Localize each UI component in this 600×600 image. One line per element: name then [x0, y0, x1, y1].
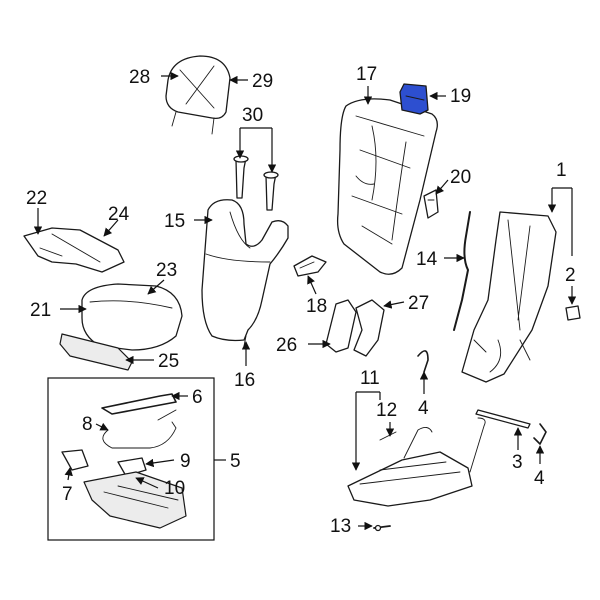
callout-4-upper: 4 — [418, 398, 429, 419]
seat-back-cover-part — [201, 199, 289, 347]
callout-20: 20 — [450, 167, 471, 188]
callout-4-lower: 4 — [534, 468, 545, 489]
callout-13: 13 — [330, 516, 351, 537]
callout-17: 17 — [356, 64, 377, 85]
callout-3: 3 — [512, 452, 523, 473]
callout-12: 12 — [376, 400, 397, 421]
wire-rod-part — [453, 211, 471, 331]
headrest-part — [165, 55, 231, 135]
hook-parts — [417, 350, 547, 445]
seat-base-frame-part — [347, 417, 486, 507]
seat-back-frame-part — [336, 98, 438, 275]
callout-9: 9 — [180, 451, 191, 472]
bolster-pad-part — [23, 227, 125, 273]
callout-30: 30 — [242, 105, 263, 126]
rail-part — [475, 409, 531, 429]
callout-labels: 28 29 30 22 24 23 21 25 15 16 17 19 20 1… — [26, 64, 576, 537]
callout-21: 21 — [30, 300, 51, 321]
highlighted-bracket-part — [399, 83, 429, 115]
release-handle-part — [293, 255, 327, 277]
callout-7: 7 — [62, 484, 73, 505]
seat-frame-side-part — [461, 211, 557, 383]
callout-8: 8 — [82, 414, 93, 435]
latch-cover-part — [423, 189, 439, 219]
callout-11: 11 — [360, 368, 380, 389]
callout-5: 5 — [230, 451, 241, 472]
leader-lines — [33, 71, 577, 531]
callout-6: 6 — [192, 387, 203, 408]
callout-29: 29 — [252, 71, 273, 92]
callout-2: 2 — [565, 265, 576, 286]
callout-26: 26 — [276, 335, 297, 356]
callout-10: 10 — [164, 478, 185, 499]
callout-27: 27 — [408, 293, 429, 314]
callout-19: 19 — [450, 86, 471, 107]
clip-part — [565, 305, 581, 321]
callout-25: 25 — [158, 351, 179, 372]
callout-15: 15 — [164, 211, 185, 232]
callout-24: 24 — [108, 204, 130, 225]
callout-1: 1 — [556, 160, 567, 181]
trim-panel-parts — [325, 299, 385, 357]
callout-22: 22 — [26, 188, 47, 209]
callout-28: 28 — [129, 67, 150, 88]
callout-18: 18 — [306, 296, 327, 317]
pin-part — [373, 524, 391, 532]
callout-23: 23 — [156, 260, 177, 281]
cushion-plate-part — [59, 333, 133, 371]
callout-14: 14 — [416, 249, 438, 270]
cable-parts — [101, 393, 177, 449]
tray-parts — [61, 449, 187, 529]
seat-cushion-part — [81, 283, 183, 351]
callout-16: 16 — [234, 370, 255, 391]
inset-box-5 — [47, 377, 215, 541]
